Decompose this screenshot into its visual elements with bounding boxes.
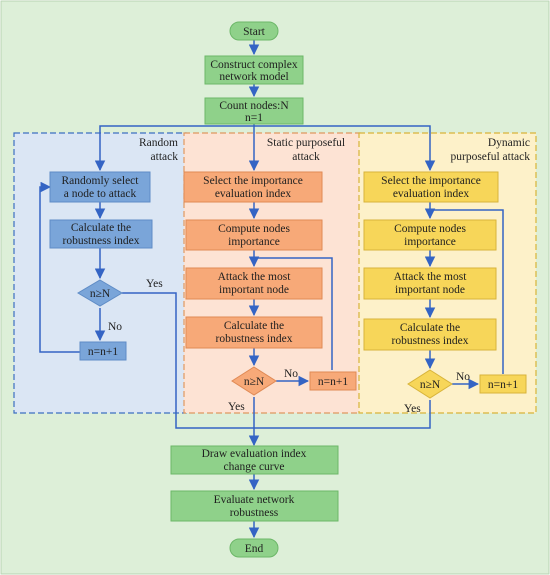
draw-curve-node: Draw evaluation index change curve: [170, 445, 339, 475]
static-calc-line-1: Calculate the: [224, 320, 284, 332]
end-node: End: [229, 538, 279, 558]
static-increment-node: n=n+1: [309, 371, 357, 391]
dynamic-attack-node: Attack the most important node: [363, 267, 497, 300]
static-select-line-1: Select the importance: [203, 175, 303, 187]
count-line-1: Count nodes:N: [219, 100, 289, 112]
dynamic-attack-line-2: important node: [395, 284, 465, 296]
static-decision-node: n≥N: [231, 366, 277, 396]
draw-curve-line-1: Draw evaluation index: [202, 448, 307, 460]
static-attack-line-2: important node: [219, 284, 289, 296]
dynamic-title-line-2: purposeful attack: [450, 151, 530, 163]
dynamic-attack-line-1: Attack the most: [394, 271, 468, 283]
random-increment-label: n=n+1: [88, 346, 118, 358]
static-attack-node: Attack the most important node: [185, 267, 323, 300]
static-select-line-2: evaluation index: [215, 188, 292, 200]
evaluate-line-1: Evaluate network: [214, 494, 295, 506]
random-calc-line-1: Calculate the: [71, 222, 131, 234]
evaluate-line-2: robustness: [230, 507, 279, 519]
count-nodes-node: Count nodes:N n=1: [204, 97, 304, 125]
static-yes-label: Yes: [228, 401, 245, 413]
construct-line-1: Construct complex: [210, 59, 297, 71]
random-select-node: Randomly select a node to attack: [49, 171, 151, 203]
construct-line-2: network model: [219, 71, 288, 83]
random-calculate-node: Calculate the robustness index: [49, 219, 153, 249]
dynamic-increment-node: n=n+1: [479, 374, 527, 394]
random-calc-line-2: robustness index: [63, 235, 140, 247]
end-label: End: [245, 543, 264, 555]
dynamic-increment-label: n=n+1: [488, 379, 518, 391]
random-yes-label: Yes: [146, 278, 163, 290]
static-compute-line-2: importance: [228, 236, 280, 248]
static-attack-line-1: Attack the most: [218, 271, 292, 283]
random-select-line-1: Randomly select: [62, 175, 140, 187]
dynamic-title-line-1: Dynamic: [488, 137, 530, 149]
draw-curve-line-2: change curve: [224, 461, 285, 473]
static-increment-label: n=n+1: [318, 376, 348, 388]
dynamic-select-line-1: Select the importance: [381, 175, 481, 187]
dynamic-compute-line-1: Compute nodes: [394, 223, 466, 235]
count-line-2: n=1: [245, 112, 263, 124]
dynamic-no-label: No: [456, 371, 470, 383]
random-increment-node: n=n+1: [79, 341, 127, 361]
random-title-line-2: attack: [151, 151, 179, 163]
start-label: Start: [243, 26, 266, 38]
dynamic-compute-node: Compute nodes importance: [363, 219, 497, 251]
dynamic-calculate-node: Calculate the robustness index: [363, 318, 497, 351]
random-select-line-2: a node to attack: [64, 188, 137, 200]
static-decision-label: n≥N: [244, 376, 265, 388]
dynamic-calc-line-1: Calculate the: [400, 322, 460, 334]
dynamic-select-line-2: evaluation index: [393, 188, 470, 200]
static-calculate-node: Calculate the robustness index: [185, 316, 323, 349]
evaluate-robustness-node: Evaluate network robustness: [170, 490, 339, 522]
dynamic-yes-label: Yes: [404, 403, 421, 415]
random-decision-node: n≥N: [77, 279, 123, 307]
dynamic-decision-label: n≥N: [420, 379, 441, 391]
construct-network-node: Construct complex network model: [204, 55, 304, 85]
dynamic-compute-line-2: importance: [404, 236, 456, 248]
dynamic-select-node: Select the importance evaluation index: [363, 171, 499, 203]
static-compute-line-1: Compute nodes: [218, 223, 290, 235]
static-calc-line-2: robustness index: [216, 333, 293, 345]
static-title-line-1: Static purposeful: [267, 137, 345, 149]
start-node: Start: [229, 21, 279, 41]
static-compute-node: Compute nodes importance: [185, 219, 323, 251]
static-select-node: Select the importance evaluation index: [183, 171, 323, 203]
random-decision-label: n≥N: [90, 288, 111, 300]
random-no-label: No: [108, 321, 122, 333]
static-no-label: No: [284, 368, 298, 380]
dynamic-calc-line-2: robustness index: [392, 335, 469, 347]
dynamic-decision-node: n≥N: [407, 369, 453, 399]
static-title-line-2: attack: [292, 151, 320, 163]
random-title-line-1: Random: [139, 137, 178, 149]
